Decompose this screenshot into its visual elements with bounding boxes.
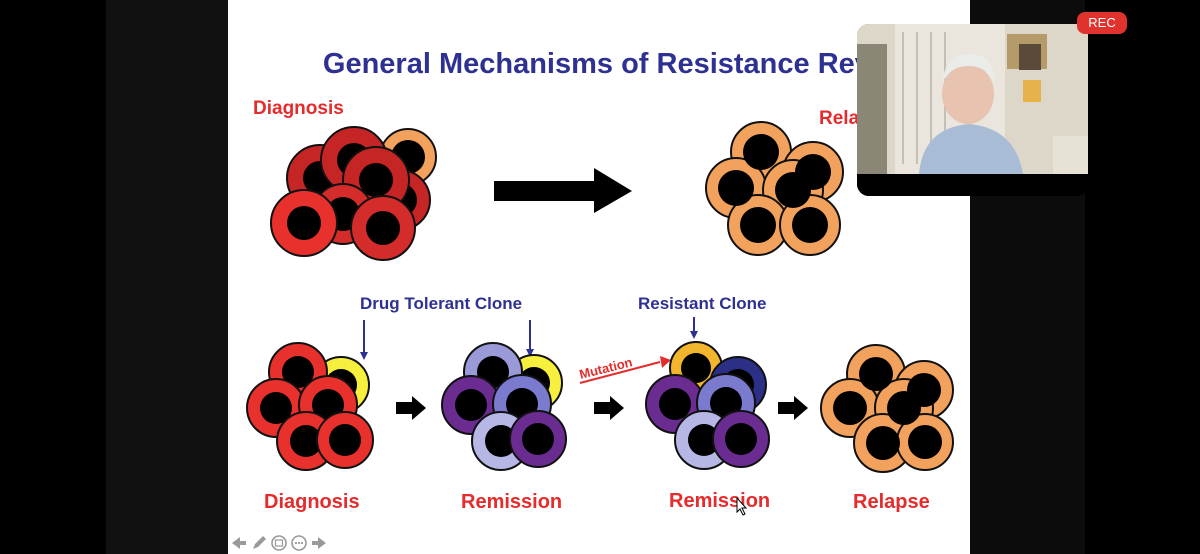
big-right-arrow — [494, 168, 632, 213]
slide-title: General Mechanisms of Resistance Revis — [322, 48, 896, 80]
mouse-cursor-icon — [736, 496, 748, 516]
small-arrow-2 — [594, 396, 624, 420]
mutation-arrow — [579, 356, 671, 384]
left-gutter — [106, 0, 228, 554]
more-icon[interactable] — [290, 534, 308, 552]
bottom-remission-label-1: Remission — [461, 491, 563, 513]
diagnosis-cluster-bottom — [246, 342, 374, 471]
drug-tolerant-clone-label: Drug Tolerant Clone — [360, 294, 523, 313]
cell-diagram: Mutation — [246, 121, 954, 516]
slideshow-toolbar — [228, 534, 338, 554]
gallery-icon[interactable] — [270, 534, 288, 552]
webcam-video[interactable] — [857, 24, 1088, 196]
small-arrow-1 — [396, 396, 426, 420]
small-arrow-3 — [778, 396, 808, 420]
top-relapse-label: Rela — [819, 108, 860, 129]
next-icon[interactable] — [310, 534, 328, 552]
bottom-diagnosis-label: Diagnosis — [264, 491, 360, 513]
remission-cluster-1 — [441, 342, 567, 471]
left-letterbox — [0, 0, 106, 554]
recording-badge: REC — [1077, 12, 1127, 34]
previous-icon[interactable] — [230, 534, 248, 552]
webcam-feed — [857, 24, 1088, 196]
presentation-slide: General Mechanisms of Resistance Revis D… — [228, 0, 970, 554]
pen-icon[interactable] — [250, 534, 268, 552]
diagnosis-cluster-top — [270, 126, 437, 261]
remission-cluster-2 — [645, 341, 770, 470]
resistant-clone-label: Resistant Clone — [638, 294, 767, 313]
bottom-relapse-label: Relapse — [853, 491, 930, 513]
top-diagnosis-label: Diagnosis — [253, 98, 344, 119]
mutation-label: Mutation — [578, 354, 634, 382]
